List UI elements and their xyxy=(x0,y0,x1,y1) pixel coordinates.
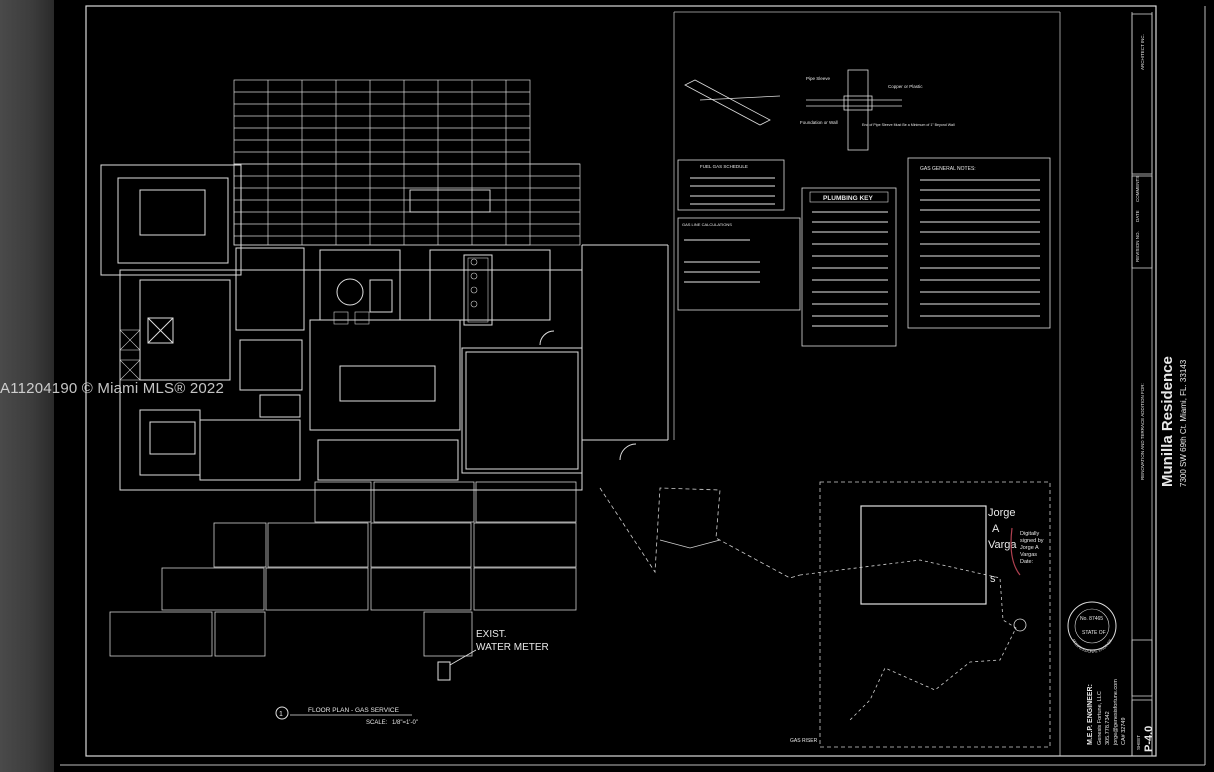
engineer-seal xyxy=(1067,601,1117,651)
engineer-cert: CA# 32749 xyxy=(1121,717,1127,745)
scale-label: SCALE: xyxy=(366,720,388,726)
drawing-title: FLOOR PLAN - GAS SERVICE xyxy=(308,707,400,714)
signature-digital-4: Vargas xyxy=(1020,552,1037,558)
water-meter-label-2: WATER METER xyxy=(476,642,549,653)
foundation-label: Foundation or Wall xyxy=(800,120,838,125)
engineer-heading: M.E.P. ENGINEER: xyxy=(1087,684,1094,745)
architect-label: ARCHITECT INC. xyxy=(1140,34,1145,70)
revision-header-no: REVISION NO. xyxy=(1135,231,1140,262)
project-name: Munilla Residence xyxy=(1159,356,1176,487)
water-meter-label-1: EXIST. xyxy=(476,629,507,640)
view-number: 1 xyxy=(279,711,283,718)
water-meter-symbol xyxy=(437,661,451,681)
project-address: 7300 SW 69th Ct. Miami, FL. 33143 xyxy=(1179,359,1188,487)
scan-edge-shadow xyxy=(0,0,54,772)
gas-riser-label: GAS RISER xyxy=(790,738,818,744)
sheet-number: P-4.0 xyxy=(1143,726,1155,752)
signature-name-2: A xyxy=(992,523,1000,535)
sheet-label: SHEET xyxy=(1136,735,1141,750)
gas-calc-box xyxy=(677,217,801,311)
signature-name-4: s xyxy=(990,573,996,585)
fuel-gas-schedule-title: FUEL GAS SCHEDULE xyxy=(700,164,748,169)
terrace-table xyxy=(409,189,491,213)
engineer-company: Genesis Fortune, LLC xyxy=(1097,691,1103,745)
plumbing-key-box xyxy=(801,187,897,347)
pipe-sleeve-label: Pipe Sleeve xyxy=(806,76,831,81)
revision-header-comments: COMMENTS xyxy=(1135,176,1140,202)
project-type: RENOVATION AND TERRACE ADDITION FOR: xyxy=(1140,383,1145,480)
plumbing-key-title: PLUMBING KEY xyxy=(823,195,874,202)
copper-plastic-label: Copper or Plastic xyxy=(888,84,923,89)
gas-calc-title: GAS LINE CALCULATIONS xyxy=(682,222,732,227)
mls-watermark: A11204190 © Miami MLS® 2022 xyxy=(0,380,225,397)
sleeve-details xyxy=(684,69,902,151)
revision-header-date: DATE xyxy=(1135,210,1140,222)
terrace-grid xyxy=(233,79,581,246)
gas-notes-box xyxy=(907,157,1051,329)
signature-name-1: Jorge xyxy=(988,507,1016,519)
gas-service-line xyxy=(599,487,801,579)
signature-swoosh xyxy=(1010,527,1021,576)
signature-digital-5: Date: xyxy=(1020,559,1034,565)
signature-name-3: Varga xyxy=(988,539,1017,551)
engineer-phone: 305.778.7342 xyxy=(1105,711,1111,745)
end-sleeve-label: End of Pipe Sleeve Must Be a Minimum of … xyxy=(862,123,955,127)
scale-value: 1/8"=1'-0" xyxy=(392,720,418,726)
view-number-circle xyxy=(275,706,289,720)
signature-digital-2: signed by xyxy=(1020,538,1044,544)
signature-digital-3: Jorge A xyxy=(1020,545,1039,551)
engineer-email: jorge@genesisfortune.com xyxy=(1113,679,1119,746)
sheet-border xyxy=(85,5,1157,757)
signature-digital-1: Digitally xyxy=(1020,531,1040,537)
pavers xyxy=(109,481,577,657)
gas-riser-detail xyxy=(799,481,1051,748)
gas-notes-title: GAS GENERAL NOTES: xyxy=(920,166,976,172)
seal-number: No. 87465 xyxy=(1080,616,1103,622)
seal-state: STATE OF xyxy=(1082,630,1106,636)
fuel-gas-schedule-box xyxy=(677,159,785,211)
house-floor-plan xyxy=(100,164,669,491)
